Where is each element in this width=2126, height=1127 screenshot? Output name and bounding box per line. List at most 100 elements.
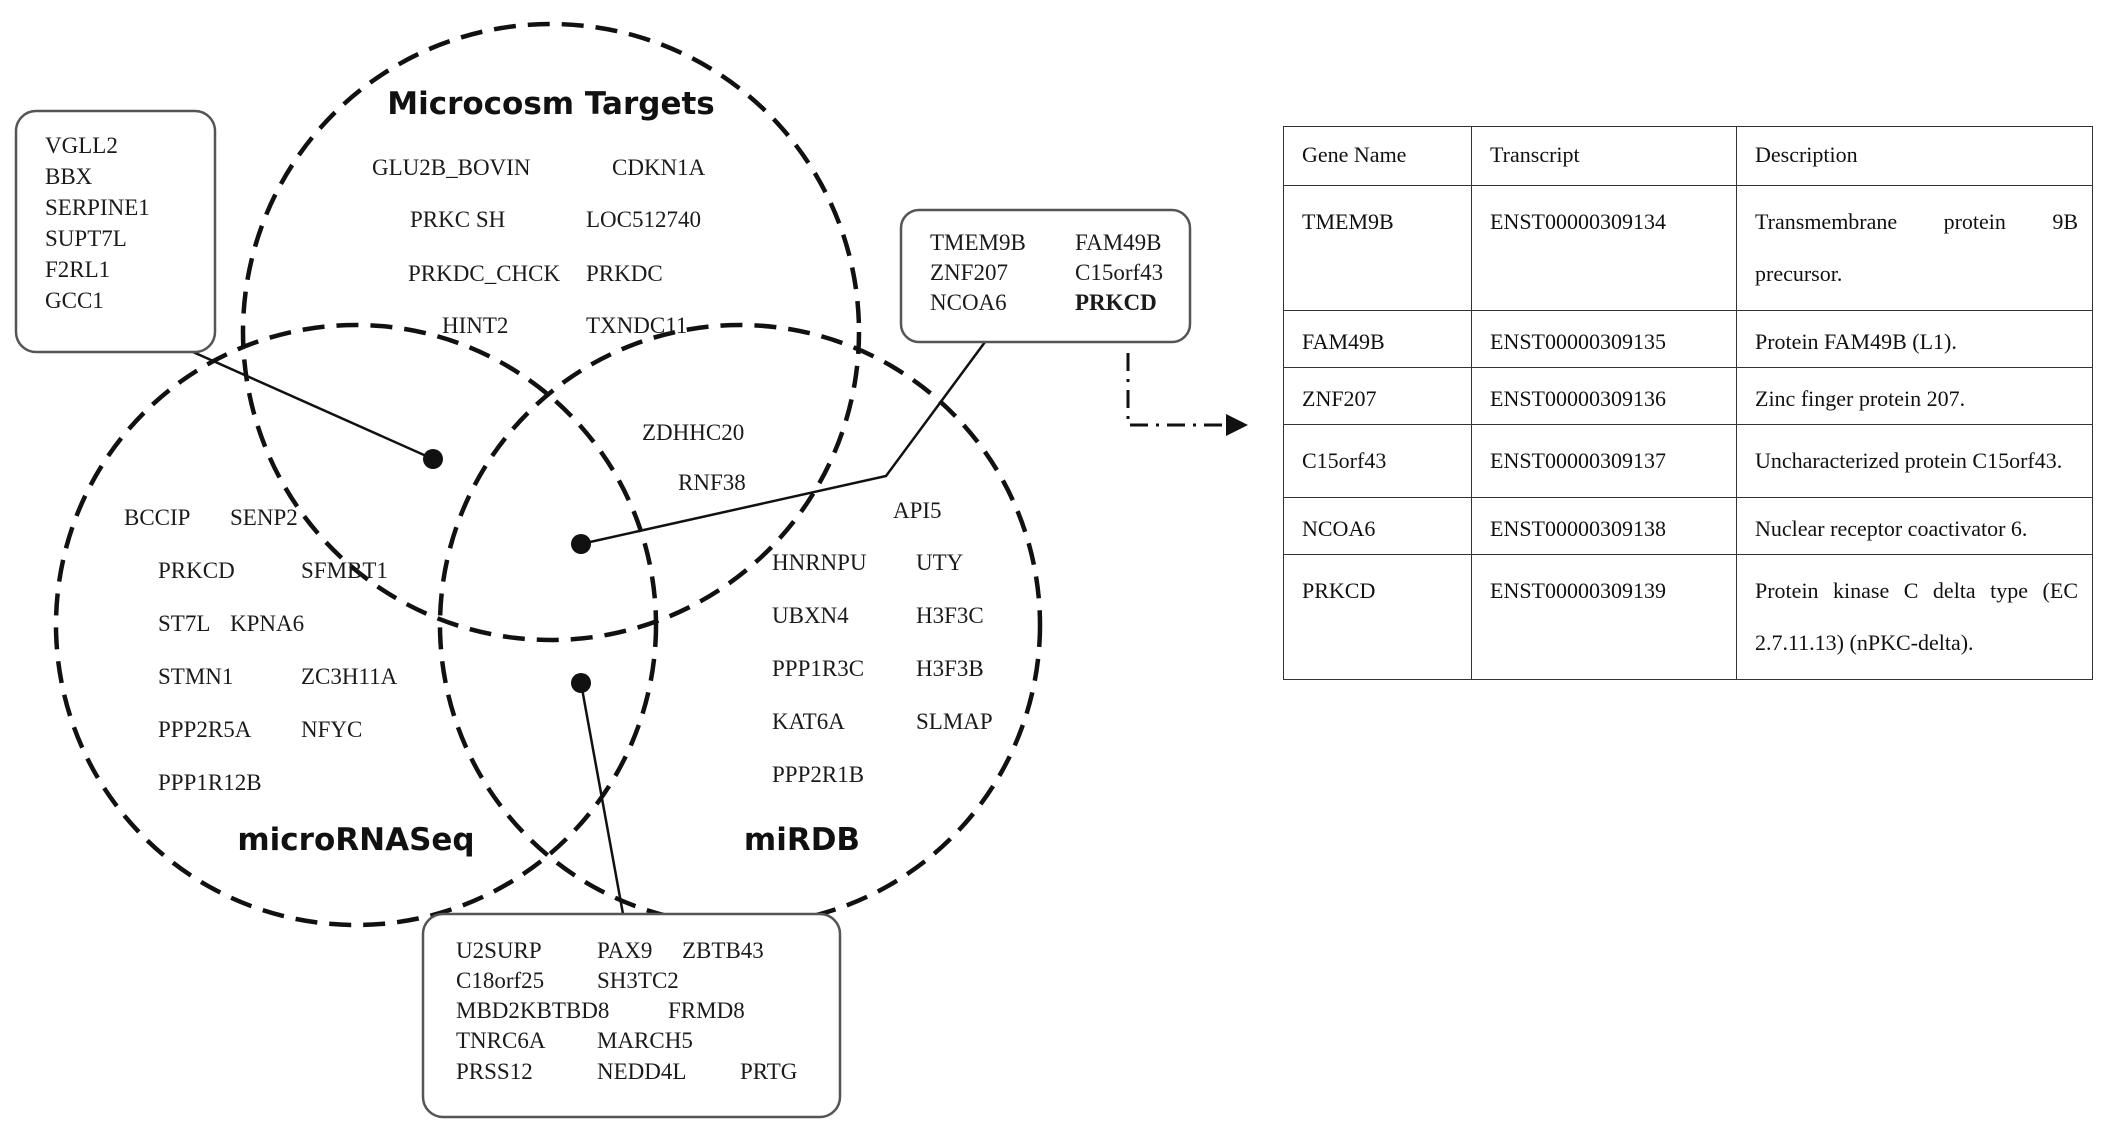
table-row: PRKCD ENST00000309139 Protein kinase C d… xyxy=(1283,554,2093,680)
gene-label: H3F3B xyxy=(916,656,984,681)
table-cell-transcript: ENST00000309138 xyxy=(1471,497,1737,555)
table-row: FAM49B ENST00000309135 Protein FAM49B (L… xyxy=(1283,310,2093,368)
gene-label: GLU2B_BOVIN xyxy=(372,155,531,180)
gene-label: PRKDC_CHCK xyxy=(408,261,560,286)
gene-label: TNRC6A xyxy=(456,1028,546,1053)
table-row: NCOA6 ENST00000309138 Nuclear receptor c… xyxy=(1283,497,2093,555)
gene-label: SFMBT1 xyxy=(301,558,388,583)
gene-label: VGLL2 xyxy=(45,133,118,158)
table-header-cell: Transcript xyxy=(1471,126,1737,186)
gene-label: SH3TC2 xyxy=(597,968,679,993)
callout-box xyxy=(14,109,217,354)
gene-label: CDKN1A xyxy=(612,155,706,180)
table-cell-description: Uncharacterized protein C15orf43. xyxy=(1736,424,2093,498)
microcosm-circle xyxy=(240,21,862,643)
gene-label-highlight: PRKCD xyxy=(1075,290,1157,315)
gene-label: F2RL1 xyxy=(45,257,110,282)
gene-label: RNF38 xyxy=(678,470,746,495)
gene-label: C18orf25 xyxy=(456,968,544,993)
table-cell-description: Zinc finger protein 207. xyxy=(1736,367,2093,425)
gene-label: ST7L xyxy=(158,611,210,636)
gene-label: ZNF207 xyxy=(930,260,1008,285)
gene-label: LOC512740 xyxy=(586,207,701,232)
microcosm-title: Microcosm Targets xyxy=(387,86,715,122)
callout-all-three: TMEM9B FAM49B ZNF207 C15orf43 NCOA6 PRKC… xyxy=(899,208,1192,344)
gene-label: MARCH5 xyxy=(597,1028,693,1053)
gene-label: PRSS12 xyxy=(456,1059,533,1084)
table-row: C15orf43 ENST00000309137 Uncharacterized… xyxy=(1283,424,2093,498)
gene-label: KAT6A xyxy=(772,709,845,734)
gene-label: SLMAP xyxy=(916,709,993,734)
intersection-dot xyxy=(571,673,591,693)
table-cell-transcript: ENST00000309139 xyxy=(1471,554,1737,680)
connector-line xyxy=(192,350,434,461)
micrornaseq-gene-list: BCCIP SENP2 PRKCD SFMBT1 ST7L KPNA6 STMN… xyxy=(124,505,398,795)
table-row: TMEM9B ENST00000309134 Transmembrane pro… xyxy=(1283,185,2093,311)
callout-micrornaseq-mirdb: U2SURP PAX9 ZBTB43 C18orf25 SH3TC2 MBD2K… xyxy=(421,912,842,1119)
gene-label: PPP2R5A xyxy=(158,717,252,742)
table-cell-gene: PRKCD xyxy=(1283,554,1472,680)
gene-label: NCOA6 xyxy=(930,290,1007,315)
gene-label: PRTG xyxy=(740,1059,797,1084)
table-cell-gene: NCOA6 xyxy=(1283,497,1472,555)
gene-label: PPP1R12B xyxy=(158,770,262,795)
gene-label: SERPINE1 xyxy=(45,195,150,220)
table-cell-gene: ZNF207 xyxy=(1283,367,1472,425)
gene-label: PRKCD xyxy=(158,558,235,583)
gene-label: KPNA6 xyxy=(230,611,304,636)
callout-box xyxy=(421,912,842,1119)
gene-table: Gene Name Transcript Description TMEM9B … xyxy=(1283,126,2093,680)
gene-label: PAX9 xyxy=(597,938,652,963)
table-cell-gene: TMEM9B xyxy=(1283,185,1472,311)
gene-label: PPP1R3C xyxy=(772,656,864,681)
gene-label: BCCIP xyxy=(124,505,190,530)
intersection-dot xyxy=(423,449,443,469)
gene-label: TXNDC11 xyxy=(586,313,687,338)
microcosm-mirdb-gene-list: ZDHHC20 RNF38 xyxy=(642,420,746,495)
micrornaseq-title: microRNASeq xyxy=(237,822,474,858)
callout-microcosm-micrornaseq: VGLL2 BBX SERPINE1 SUPT7L F2RL1 GCC1 xyxy=(14,109,217,354)
table-cell-description: Transmembrane protein 9B precursor. xyxy=(1736,185,2093,311)
gene-label: API5 xyxy=(893,498,942,523)
table-header-cell: Gene Name xyxy=(1283,126,1472,186)
arrow-head-icon xyxy=(1226,414,1248,436)
gene-label: ZC3H11A xyxy=(301,664,398,689)
intersection-dot xyxy=(571,534,591,554)
table-cell-transcript: ENST00000309134 xyxy=(1471,185,1737,311)
gene-label: FAM49B xyxy=(1075,230,1162,255)
gene-label: SENP2 xyxy=(230,505,298,530)
gene-label: NEDD4L xyxy=(597,1059,686,1084)
table-header-row: Gene Name Transcript Description xyxy=(1283,126,2093,186)
connector-line xyxy=(579,682,625,915)
gene-label: ZBTB43 xyxy=(682,938,764,963)
gene-label: UBXN4 xyxy=(772,603,849,628)
table-cell-gene: FAM49B xyxy=(1283,310,1472,368)
gene-label: FRMD8 xyxy=(668,998,745,1023)
gene-label: HNRNPU xyxy=(772,550,867,575)
table-cell-transcript: ENST00000309136 xyxy=(1471,367,1737,425)
mirdb-circle xyxy=(437,322,1043,928)
table-cell-description: Protein FAM49B (L1). xyxy=(1736,310,2093,368)
gene-label: MBD2KBTBD8 xyxy=(456,998,609,1023)
gene-label: PRKC SH xyxy=(410,207,505,232)
mirdb-gene-list: API5 HNRNPU UTY UBXN4 H3F3C PPP1R3C H3F3… xyxy=(772,498,993,787)
table-cell-transcript: ENST00000309137 xyxy=(1471,424,1737,498)
gene-label: U2SURP xyxy=(456,938,542,963)
gene-label: UTY xyxy=(916,550,964,575)
gene-label: TMEM9B xyxy=(930,230,1026,255)
gene-label: PRKDC xyxy=(586,261,663,286)
gene-label: PPP2R1B xyxy=(772,762,864,787)
callout-box xyxy=(899,208,1192,344)
table-cell-description: Protein kinase C delta type (EC 2.7.11.1… xyxy=(1736,554,2093,680)
gene-label: NFYC xyxy=(301,717,362,742)
table-cell-transcript: ENST00000309135 xyxy=(1471,310,1737,368)
gene-label: STMN1 xyxy=(158,664,233,689)
gene-label: HINT2 xyxy=(442,313,508,338)
table-cell-gene: C15orf43 xyxy=(1283,424,1472,498)
microcosm-gene-list: GLU2B_BOVIN CDKN1A PRKC SH LOC512740 PRK… xyxy=(372,155,706,338)
gene-label: SUPT7L xyxy=(45,226,127,251)
gene-label: C15orf43 xyxy=(1075,260,1163,285)
mirdb-title: miRDB xyxy=(744,822,860,858)
gene-label: GCC1 xyxy=(45,288,104,313)
